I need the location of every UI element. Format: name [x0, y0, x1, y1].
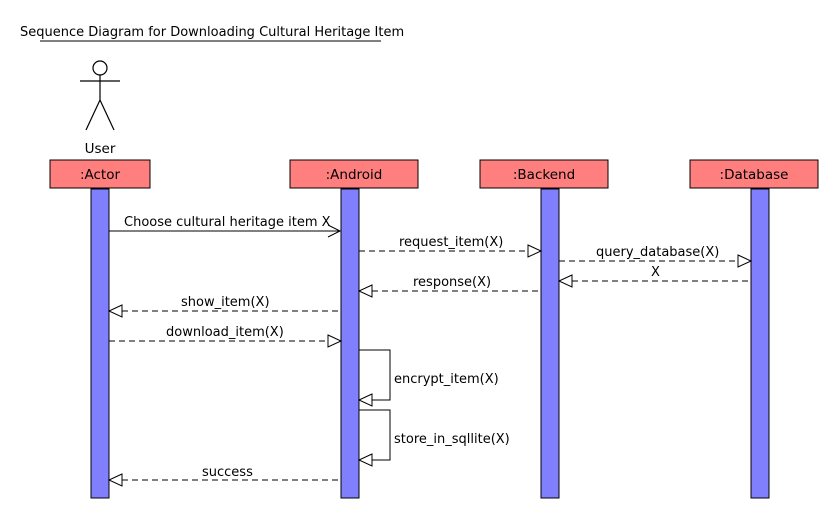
lifeline-label-backend: :Backend [513, 167, 575, 183]
message-request-item: request_item(X) [359, 235, 543, 258]
activation-bar-backend [540, 188, 560, 499]
activation-bar-android [340, 188, 360, 499]
message-choose-item: Choose cultural heritage item X [109, 215, 342, 238]
lifeline-header-android: :Android [289, 159, 419, 189]
message-success: success [107, 465, 341, 487]
message-return-x: X [557, 265, 751, 288]
lifeline-label-actor: :Actor [80, 167, 121, 183]
lifeline-header-backend: :Backend [479, 159, 609, 189]
activation-bar-actor [90, 188, 110, 499]
message-label-request-item: request_item(X) [399, 235, 503, 250]
message-label-download-item: download_item(X) [166, 325, 284, 340]
message-label-return-x: X [651, 265, 660, 280]
message-label-response: response(X) [413, 275, 491, 290]
activation-bar-database [750, 188, 770, 499]
message-label-show-item: show_item(X) [181, 295, 270, 310]
message-query-database: query_database(X) [559, 245, 753, 268]
actor-name-label: User [85, 141, 116, 157]
message-download-item: download_item(X) [109, 325, 343, 348]
diagram-title: Sequence Diagram for Downloading Cultura… [20, 25, 404, 40]
message-response: response(X) [357, 275, 541, 298]
message-label-store-in-sqllite: store_in_sqllite(X) [394, 432, 510, 447]
user-actor-icon [80, 60, 120, 131]
message-encrypt-item: encrypt_item(X) [357, 349, 499, 407]
message-label-choose-item: Choose cultural heritage item X [124, 215, 331, 230]
message-label-encrypt-item: encrypt_item(X) [394, 372, 499, 387]
lifeline-label-android: :Android [326, 167, 383, 183]
lifeline-label-database: :Database [720, 167, 789, 183]
message-store-in-sqllite: store_in_sqllite(X) [357, 409, 510, 467]
lifeline-header-actor: :Actor [49, 159, 151, 189]
lifeline-header-database: :Database [689, 159, 819, 189]
message-show-item: show_item(X) [107, 295, 341, 318]
message-label-query-database: query_database(X) [596, 245, 719, 260]
message-label-success: success [202, 465, 253, 480]
